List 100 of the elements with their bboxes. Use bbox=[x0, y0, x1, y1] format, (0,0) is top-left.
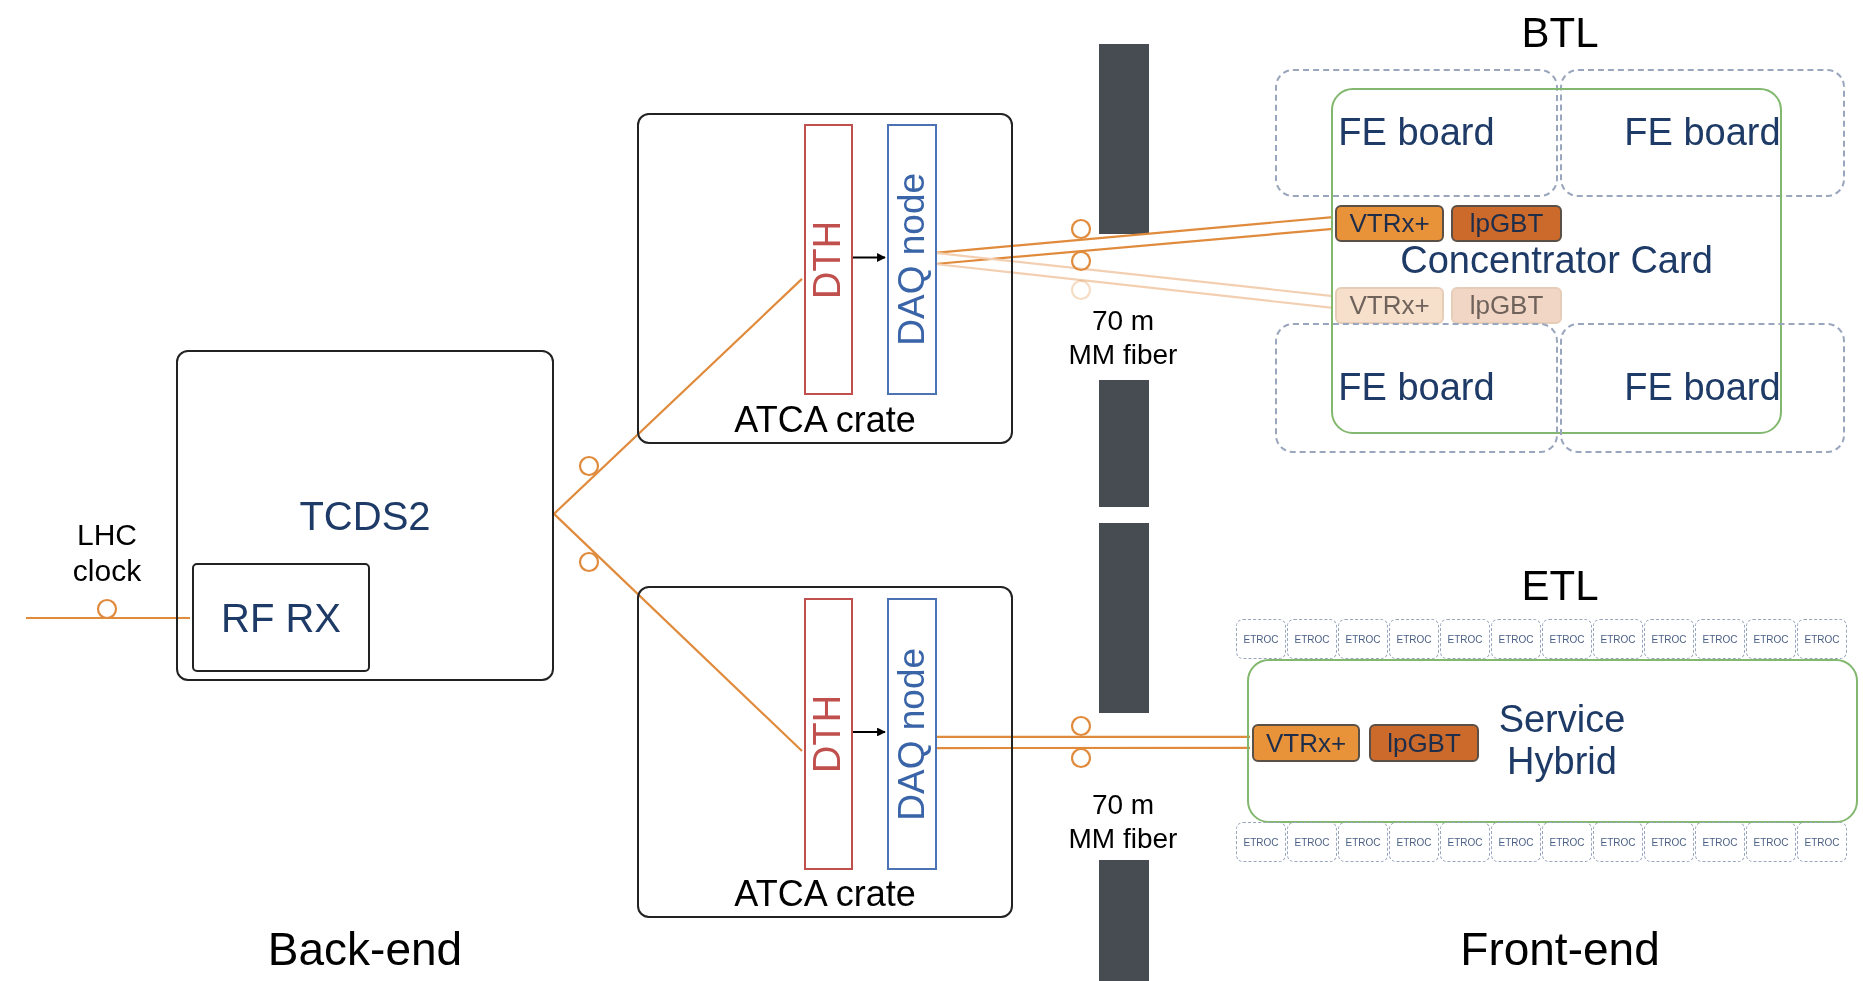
box-label: FE board bbox=[1338, 112, 1495, 154]
chip-box bbox=[1451, 287, 1562, 324]
box-label: ETROC bbox=[1294, 633, 1330, 645]
board-box bbox=[804, 598, 853, 870]
box-label: ETROC bbox=[1651, 633, 1687, 645]
box-label: TCDS2 bbox=[299, 493, 431, 538]
chip-box bbox=[1593, 619, 1643, 659]
fiber-line bbox=[553, 513, 803, 752]
arrow bbox=[851, 727, 886, 737]
card-box bbox=[1331, 88, 1782, 434]
box-label: DAQ node bbox=[891, 173, 933, 346]
chip-box bbox=[1491, 619, 1541, 659]
box-label: ETROC bbox=[1498, 633, 1534, 645]
box-label: FE board bbox=[1338, 367, 1495, 409]
text-label: Back-end bbox=[266, 922, 464, 977]
chip-box bbox=[1236, 619, 1286, 659]
chip-box bbox=[1695, 619, 1745, 659]
card-box bbox=[1247, 659, 1858, 823]
chip-box bbox=[1451, 205, 1562, 242]
text-label: ETL bbox=[1520, 561, 1600, 611]
box-label: lpGBT bbox=[1387, 728, 1461, 758]
box-label: lpGBT bbox=[1469, 209, 1544, 238]
box-label: lpGBT bbox=[1469, 291, 1544, 320]
box-label: ETROC bbox=[1396, 633, 1432, 645]
box-label: VTRx+ bbox=[1349, 291, 1430, 320]
chip-box bbox=[1287, 822, 1337, 862]
box-label: ETROC bbox=[1753, 633, 1789, 645]
fiber-line bbox=[935, 735, 1250, 738]
box-label: ETROC bbox=[1345, 836, 1381, 848]
text-label: LHC clock bbox=[71, 517, 143, 589]
chip-box bbox=[1338, 619, 1388, 659]
chip-box bbox=[1746, 619, 1796, 659]
chip-box bbox=[1252, 724, 1360, 762]
box-label: ETROC bbox=[1447, 633, 1483, 645]
box-label: ETROC bbox=[1243, 633, 1279, 645]
chip-box bbox=[1593, 822, 1643, 862]
box-label: Service Hybrid bbox=[1497, 699, 1627, 783]
box-label: DTH bbox=[807, 220, 850, 299]
box-label: DAQ node bbox=[891, 647, 933, 821]
box-label: ETROC bbox=[1702, 633, 1738, 645]
dashed-board-box bbox=[1275, 323, 1558, 453]
box-label: ETROC bbox=[1702, 836, 1738, 848]
box-label: Concentrator Card bbox=[1400, 240, 1713, 282]
board-box bbox=[887, 124, 937, 395]
arrow bbox=[851, 253, 886, 262]
chip-box bbox=[1335, 205, 1444, 242]
system-box bbox=[176, 350, 554, 681]
box-label: ETROC bbox=[1753, 836, 1789, 848]
box-label: ETROC bbox=[1549, 836, 1585, 848]
chip-box bbox=[1746, 822, 1796, 862]
crate-box bbox=[637, 586, 1013, 918]
box-label: ETROC bbox=[1396, 836, 1432, 848]
fiber-line bbox=[553, 278, 803, 515]
box-label: ETROC bbox=[1600, 836, 1636, 848]
box-label: FE board bbox=[1624, 367, 1781, 409]
chip-box bbox=[1389, 619, 1439, 659]
chip-box bbox=[1440, 619, 1490, 659]
box-label: ETROC bbox=[1804, 836, 1840, 848]
chip-box bbox=[1644, 619, 1694, 659]
text-label: 70 m MM fiber bbox=[1067, 788, 1179, 856]
chip-box bbox=[1389, 822, 1439, 862]
dashed-board-box bbox=[1560, 69, 1845, 197]
crate-box bbox=[637, 113, 1013, 444]
box-label: ETROC bbox=[1498, 836, 1534, 848]
text-label: 70 m MM fiber bbox=[1067, 304, 1179, 372]
box-label: ATCA crate bbox=[734, 874, 916, 914]
chip-box bbox=[1542, 822, 1592, 862]
chip-box bbox=[1491, 822, 1541, 862]
chip-box bbox=[1335, 287, 1444, 324]
chip-box bbox=[1287, 619, 1337, 659]
receiver-box bbox=[192, 563, 370, 672]
box-label: ETROC bbox=[1243, 836, 1279, 848]
box-label: DTH bbox=[807, 694, 850, 774]
box-label: ATCA crate bbox=[734, 400, 916, 440]
fiber-line bbox=[934, 262, 1334, 310]
chip-box bbox=[1695, 822, 1745, 862]
board-box bbox=[804, 124, 853, 395]
box-label: ETROC bbox=[1447, 836, 1483, 848]
chip-box bbox=[1644, 822, 1694, 862]
fiber-line bbox=[26, 616, 190, 620]
box-label: VTRx+ bbox=[1349, 209, 1430, 238]
fiber-line bbox=[934, 251, 1334, 298]
chip-box bbox=[1797, 619, 1847, 659]
box-label: ETROC bbox=[1549, 633, 1585, 645]
dashed-board-box bbox=[1275, 69, 1558, 197]
box-label: RF RX bbox=[221, 595, 341, 640]
chip-box bbox=[1236, 822, 1286, 862]
chip-box bbox=[1797, 822, 1847, 862]
box-label: VTRx+ bbox=[1265, 728, 1347, 758]
chip-box bbox=[1440, 822, 1490, 862]
box-label: FE board bbox=[1624, 112, 1781, 154]
box-label: ETROC bbox=[1600, 633, 1636, 645]
fiber-line bbox=[935, 746, 1250, 750]
text-label: BTL bbox=[1520, 8, 1600, 58]
box-label: ETROC bbox=[1651, 836, 1687, 848]
box-label: ETROC bbox=[1294, 836, 1330, 848]
box-label: ETROC bbox=[1804, 633, 1840, 645]
dashed-board-box bbox=[1560, 323, 1845, 453]
text-label: Front-end bbox=[1459, 922, 1661, 977]
board-box bbox=[887, 598, 937, 870]
